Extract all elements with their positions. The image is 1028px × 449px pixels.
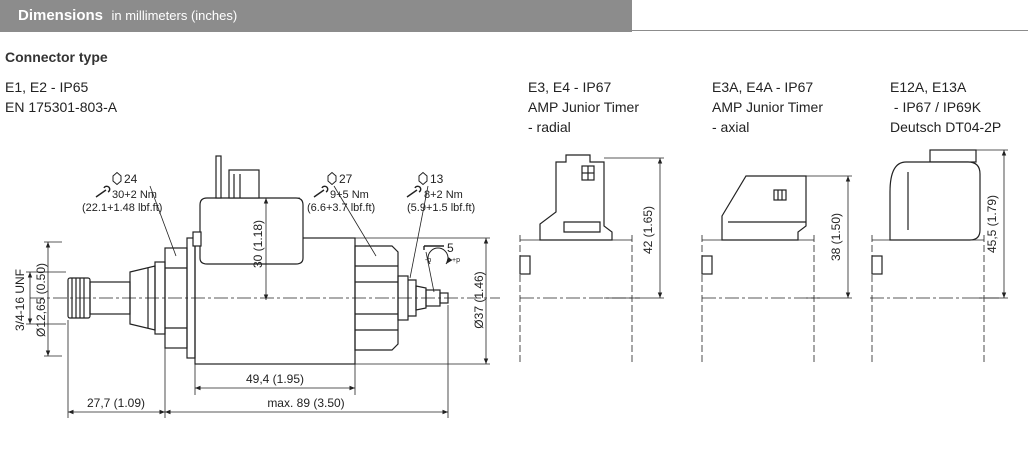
- hex-13-icon: [418, 171, 428, 186]
- dia-12-65-label: Ø12,65 (0.50): [34, 263, 48, 337]
- e3-e4-connector-drawing: [519, 154, 664, 365]
- hex-27-icon: [327, 171, 337, 186]
- length-27-7-label: 27,7 (1.09): [87, 396, 145, 410]
- header-bar: [0, 0, 632, 32]
- length-49-4-label: 49,4 (1.95): [246, 372, 304, 386]
- torque-wrench-icon: [313, 185, 329, 198]
- dia-37-label: Ø37 (1.46): [472, 271, 486, 328]
- e12a-e13a-connector-drawing: [870, 149, 1008, 365]
- length-max-89-label: max. 89 (3.50): [267, 396, 344, 410]
- hex-key-5-label: 5: [447, 241, 454, 255]
- torque-wrench-icon: [406, 185, 422, 198]
- torque-24-imp-label: (22.1+1.48 lbf.ft): [82, 202, 162, 214]
- hex-24-icon: [112, 171, 122, 186]
- torque-13-label: 8+2 Nm: [424, 189, 463, 201]
- variant-line: AMP Junior Timer: [528, 99, 639, 115]
- variant-line: AMP Junior Timer: [712, 99, 823, 115]
- torque-13-imp-label: (5.9+1.5 lbf.ft): [407, 202, 475, 214]
- variant-e3-e4: E3, E4 - IP67 AMP Junior Timer - radial: [528, 77, 639, 137]
- variant-e1-e2: E1, E2 - IP65 EN 175301-803-A: [5, 77, 117, 117]
- cartridge-nose: [67, 261, 166, 335]
- variant-line: E1, E2 - IP65: [5, 79, 89, 95]
- variant-line: - radial: [528, 119, 571, 135]
- variant-line: E3A, E4A - IP67: [712, 79, 814, 95]
- thread-label: 3/4-16 UNF: [13, 269, 27, 331]
- rotation-arrow-icon: [427, 247, 453, 265]
- main-valve-drawing: [26, 155, 500, 418]
- variant-line: E3, E4 - IP67: [528, 79, 612, 95]
- variant-line: EN 175301-803-A: [5, 99, 118, 115]
- header-heading: Dimensions in millimeters (inches): [18, 7, 237, 25]
- adjust-plus-label: +p: [452, 257, 460, 264]
- variant-e3a-e4a: E3A, E4A - IP67 AMP Junior Timer - axial: [712, 77, 823, 137]
- coil-body: [192, 155, 356, 365]
- e12-height-label: 45,5 (1.79): [985, 195, 999, 253]
- torque-24-label: 30+2 Nm: [112, 189, 157, 201]
- variant-line: Deutsch DT04-2P: [890, 119, 1002, 135]
- variant-line: - axial: [712, 119, 750, 135]
- height-30-label: 30 (1.18): [251, 220, 265, 268]
- section-title: Connector type: [5, 49, 108, 65]
- wrench-27-label: 27: [339, 172, 353, 186]
- hex-key-icon: [423, 245, 444, 250]
- wrench-24-label: 24: [124, 172, 138, 186]
- torque-27-label: 9+5 Nm: [330, 189, 369, 201]
- header-rule: [632, 30, 1028, 31]
- variant-line: - IP67 / IP69K: [890, 99, 982, 115]
- wrench-13-label: 13: [430, 172, 444, 186]
- adjust-minus-label: -p: [425, 257, 431, 264]
- adjuster: [397, 275, 449, 321]
- header-title: Dimensions: [18, 7, 104, 24]
- nut-27: [354, 245, 399, 351]
- torque-27-imp-label: (6.6+3.7 lbf.ft): [307, 202, 375, 214]
- variant-e12a-e13a: E12A, E13A - IP67 / IP69K Deutsch DT04-2…: [890, 77, 1001, 137]
- e3-height-label: 42 (1.65): [641, 206, 655, 254]
- header-subtitle: in millimeters (inches): [111, 8, 238, 23]
- variant-line: E12A, E13A: [890, 79, 967, 95]
- torque-wrench-icon: [95, 185, 111, 198]
- e3a-e4a-connector-drawing: [701, 175, 852, 365]
- e3a-height-label: 38 (1.50): [829, 213, 843, 261]
